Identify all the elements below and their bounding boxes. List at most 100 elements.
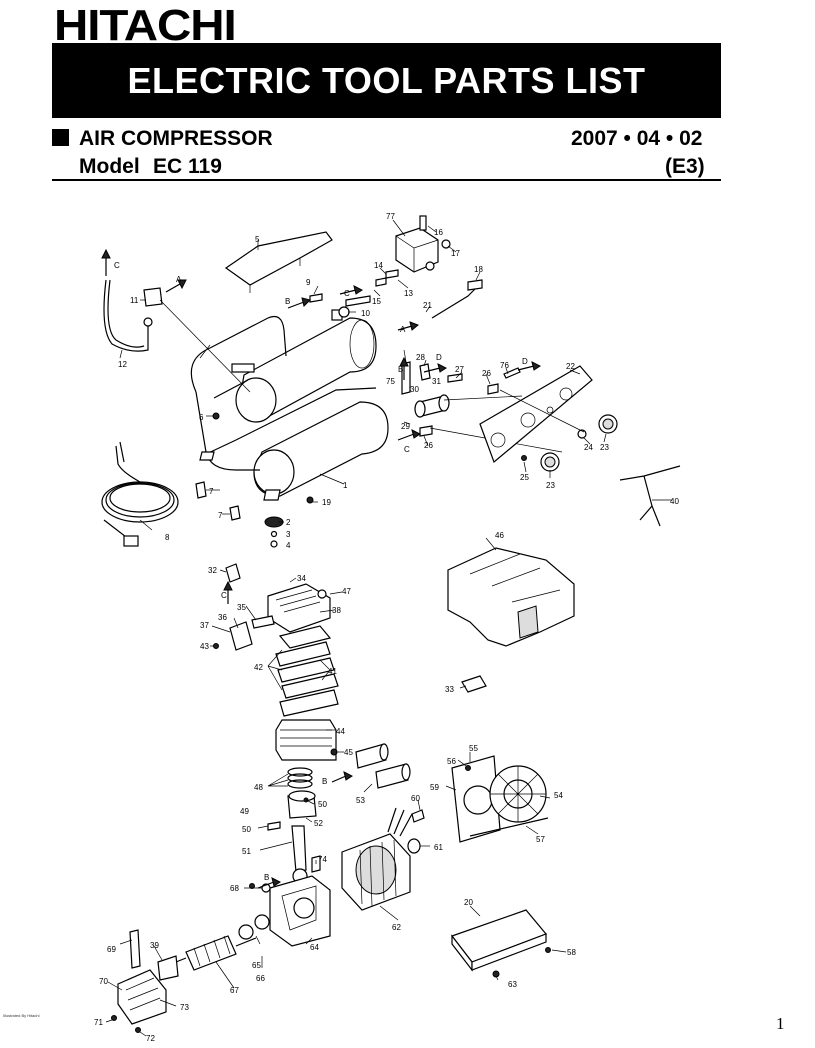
part-label: 11 — [130, 296, 139, 305]
flow-letter-c: C — [404, 445, 410, 454]
part-label: 38 — [332, 606, 341, 615]
flow-letter-b: B — [322, 777, 327, 786]
part-label: 57 — [536, 835, 545, 844]
part-label: 73 — [180, 1003, 189, 1012]
tank-frame-assembly — [190, 231, 389, 501]
part-label: 34 — [297, 574, 306, 583]
part-label: 50 — [242, 825, 251, 834]
flow-letter-b: B — [264, 873, 269, 882]
flow-letter-a: A — [400, 325, 406, 334]
part-label: 26 — [424, 441, 433, 450]
part-label: 15 — [372, 297, 381, 306]
part-label: 21 — [423, 301, 432, 310]
flow-letter-a: A — [176, 275, 182, 284]
part-label: 5 — [255, 235, 260, 244]
part-label: 62 — [392, 923, 401, 932]
part-label: 22 — [566, 362, 575, 371]
part-label: 7 — [209, 487, 214, 496]
part-label: 65 — [252, 961, 261, 970]
model-label: Model — [79, 155, 140, 178]
part-label: 35 — [237, 603, 246, 612]
model-value: EC 119 — [153, 155, 222, 178]
illustration-credit: Illustrated By Hitachi — [3, 1013, 40, 1018]
part-label: 2 — [286, 518, 291, 527]
flow-letter-c: C — [221, 591, 227, 600]
part-label: 74 — [318, 855, 327, 864]
part-label: 18 — [474, 265, 483, 274]
part-label: 1 — [343, 481, 348, 490]
part-label: 20 — [464, 898, 473, 907]
part-label: 23 — [546, 481, 555, 490]
part-label: 56 — [447, 757, 456, 766]
part-label: 59 — [430, 783, 439, 792]
product-name: AIR COMPRESSOR — [79, 127, 273, 150]
part-label: 60 — [411, 794, 420, 803]
part-label: 69 — [107, 945, 116, 954]
part-number-callouts: 1 2 3 4 5 6 7 7 8 9 10 11 12 13 14 15 16… — [94, 212, 679, 1043]
part-label: 52 — [314, 819, 323, 828]
gauge-panel — [479, 365, 618, 472]
part-label: 3 — [286, 530, 291, 539]
part-label: 36 — [218, 613, 227, 622]
part-label: 26 — [482, 369, 491, 378]
flow-letter-c: C — [344, 289, 350, 298]
part-label: 10 — [361, 309, 370, 318]
power-cord — [101, 441, 179, 547]
part-label: 46 — [495, 531, 504, 540]
part-label: 63 — [508, 980, 517, 989]
flow-letter-labels: C A B C A B D D C C B B — [114, 261, 528, 882]
part-label: 27 — [455, 365, 464, 374]
part-label: 43 — [200, 642, 209, 651]
header-rule — [52, 179, 721, 181]
part-label: 16 — [434, 228, 443, 237]
part-label: 53 — [356, 796, 365, 805]
part-label: 47 — [342, 587, 351, 596]
part-label: 12 — [118, 360, 127, 369]
part-label: 9 — [306, 278, 311, 287]
part-label: 29 — [401, 422, 410, 431]
part-label: 64 — [310, 943, 319, 952]
part-label: 61 — [434, 843, 443, 852]
rotor-assembly — [111, 883, 270, 1033]
part-label: 37 — [200, 621, 209, 630]
part-label: 28 — [416, 353, 425, 362]
part-label: 50 — [318, 800, 327, 809]
part-label: 40 — [670, 497, 679, 506]
flow-letter-b: B — [285, 297, 290, 306]
page-title-banner: ELECTRIC TOOL PARTS LIST — [52, 43, 721, 118]
part-label: 67 — [230, 986, 239, 995]
part-label: 51 — [242, 847, 251, 856]
bullet-square-icon — [52, 129, 69, 146]
part-label: 66 — [256, 974, 265, 983]
part-label: 32 — [208, 566, 217, 575]
hitachi-logo: HITACHI — [54, 1, 237, 50]
part-label: 68 — [230, 884, 239, 893]
part-label: 25 — [520, 473, 529, 482]
flow-arrows — [101, 248, 541, 889]
part-label: 23 — [600, 443, 609, 452]
part-label: 58 — [567, 948, 576, 957]
part-label: 30 — [410, 385, 419, 394]
page-number: 1 — [776, 1014, 785, 1033]
pressure-switch-assembly — [309, 215, 483, 319]
part-label: 17 — [451, 249, 460, 258]
part-label: 8 — [165, 533, 170, 542]
callout-leaders — [105, 219, 672, 1037]
part-label: 44 — [336, 727, 345, 736]
part-label: 77 — [386, 212, 395, 221]
part-label: 39 — [150, 941, 159, 950]
motor-stator — [341, 807, 425, 911]
check-valve-line — [103, 279, 251, 393]
part-label: 6 — [199, 413, 204, 422]
part-label: 19 — [322, 498, 331, 507]
part-label: 42 — [254, 663, 263, 672]
capacitors — [355, 743, 411, 789]
revision-code: (E3) — [665, 155, 705, 178]
part-label: 45 — [344, 748, 353, 757]
part-label: 7 — [218, 511, 223, 520]
flow-letter-d: D — [522, 357, 528, 366]
part-label: 70 — [99, 977, 108, 986]
shroud-cover — [447, 547, 575, 693]
flow-letter-b: B — [398, 365, 403, 374]
